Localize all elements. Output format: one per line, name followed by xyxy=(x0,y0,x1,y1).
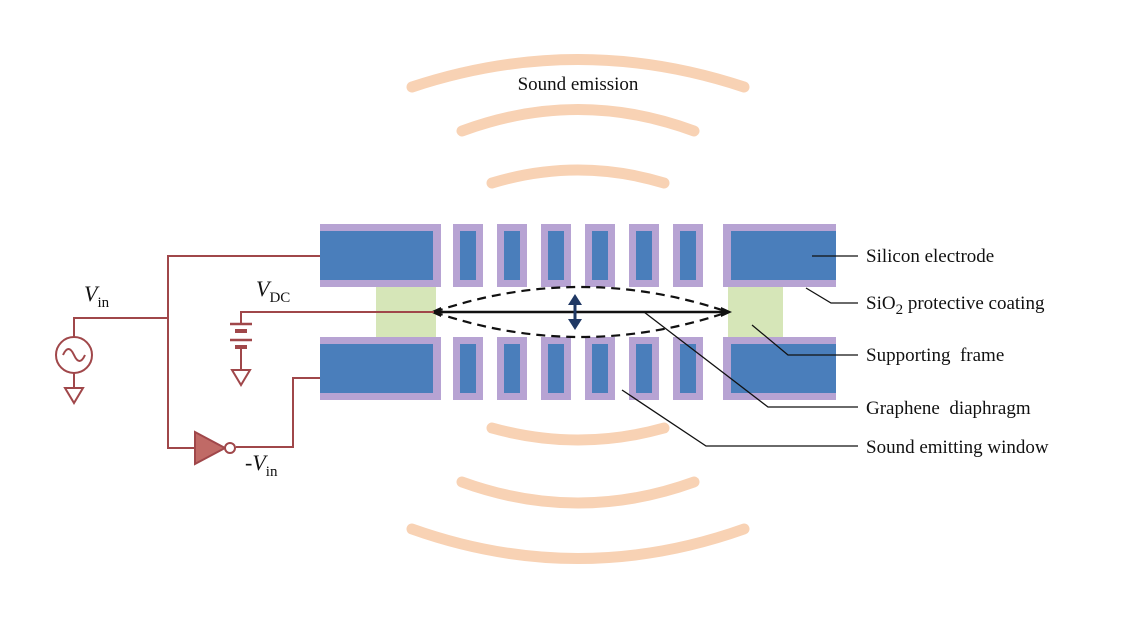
label-sound-emitting-window: Sound emitting window xyxy=(866,437,1049,458)
sound-emission-title: Sound emission xyxy=(518,74,639,95)
dc-ground-symbol xyxy=(230,369,252,387)
sound-wave-bottom-inner xyxy=(486,422,670,446)
sound-wave-bottom-middle xyxy=(456,476,700,509)
bottom-electrode-left-core xyxy=(320,344,433,393)
sound-wave-bottom-outer xyxy=(406,523,750,564)
neg-vin-symbol: V xyxy=(252,450,268,475)
bottom-bar-core xyxy=(504,344,520,393)
vdc-symbol: V xyxy=(256,276,272,301)
ac-ground-symbol xyxy=(63,387,85,405)
vin-symbol: V xyxy=(84,281,100,306)
top-bar-core xyxy=(504,231,520,280)
inverter-triangle xyxy=(194,430,228,466)
label-sio2-prefix: SiO xyxy=(866,293,896,314)
diaphragm-deflection-down xyxy=(433,310,729,339)
top-electrode-bars xyxy=(453,224,703,287)
leader-graphene-diaphragm xyxy=(643,311,858,408)
bottom-bar-core xyxy=(680,344,696,393)
neg-vin-prefix: - xyxy=(245,450,252,475)
diaphragm-deflection-up xyxy=(433,285,729,314)
top-bar-core xyxy=(636,231,652,280)
top-bar-core xyxy=(680,231,696,280)
top-bar-core xyxy=(460,231,476,280)
neg-vin-subscript: in xyxy=(266,464,278,480)
label-sio2-protective-coating: SiO2 protective coating xyxy=(866,293,1045,318)
wire-inverter-to-bottom-electrode xyxy=(236,377,320,448)
sound-wave-top-middle xyxy=(456,104,700,137)
top-electrode-left-core xyxy=(320,231,433,280)
graphene-diaphragm xyxy=(430,285,732,339)
diaphragm-anchor-left xyxy=(430,307,441,317)
bottom-bar-core xyxy=(592,344,608,393)
leader-supporting-frame xyxy=(751,324,858,356)
leader-sound-emitting-window xyxy=(621,389,858,447)
bottom-bar-core xyxy=(636,344,652,393)
ac-source-sine xyxy=(62,348,86,362)
supporting-frame-right xyxy=(728,287,783,337)
label-negative-vin: -Vin xyxy=(245,450,278,480)
vdc-subscript: DC xyxy=(269,290,290,306)
vin-subscript: in xyxy=(97,295,109,311)
label-vin: Vin xyxy=(84,281,110,311)
sound-wave-top-outer xyxy=(406,54,750,93)
top-silicon-electrode xyxy=(320,224,836,287)
label-silicon-electrode: Silicon electrode xyxy=(866,246,994,267)
label-supporting-frame: Supporting frame xyxy=(866,345,1004,366)
label-vdc: VDC xyxy=(256,276,290,306)
leader-sio2-coating xyxy=(805,287,858,304)
drive-circuit xyxy=(55,255,434,466)
leader-lines xyxy=(621,255,858,447)
sound-wave-top-inner xyxy=(486,164,670,189)
diaphragm-anchor-right xyxy=(721,307,732,317)
wire-vdc-to-diaphragm xyxy=(240,311,434,324)
label-sio2-suffix: protective coating xyxy=(903,293,1045,314)
vibration-arrow-up-head xyxy=(568,294,582,305)
bottom-bar-core xyxy=(460,344,476,393)
sound-waves xyxy=(406,54,750,564)
top-bar-core xyxy=(592,231,608,280)
label-sio2-subscript: 2 xyxy=(896,302,904,318)
top-bar-core xyxy=(548,231,564,280)
bottom-bar-core xyxy=(548,344,564,393)
bottom-electrode-bars xyxy=(453,337,703,400)
wire-vin-to-inverter xyxy=(167,318,195,449)
bottom-silicon-electrode xyxy=(320,337,836,400)
vibration-arrow-down-head xyxy=(568,319,582,330)
inverter-bubble xyxy=(224,442,236,454)
bottom-electrode-right-core xyxy=(731,344,836,393)
label-graphene-diaphragm: Graphene diaphragm xyxy=(866,398,1031,419)
